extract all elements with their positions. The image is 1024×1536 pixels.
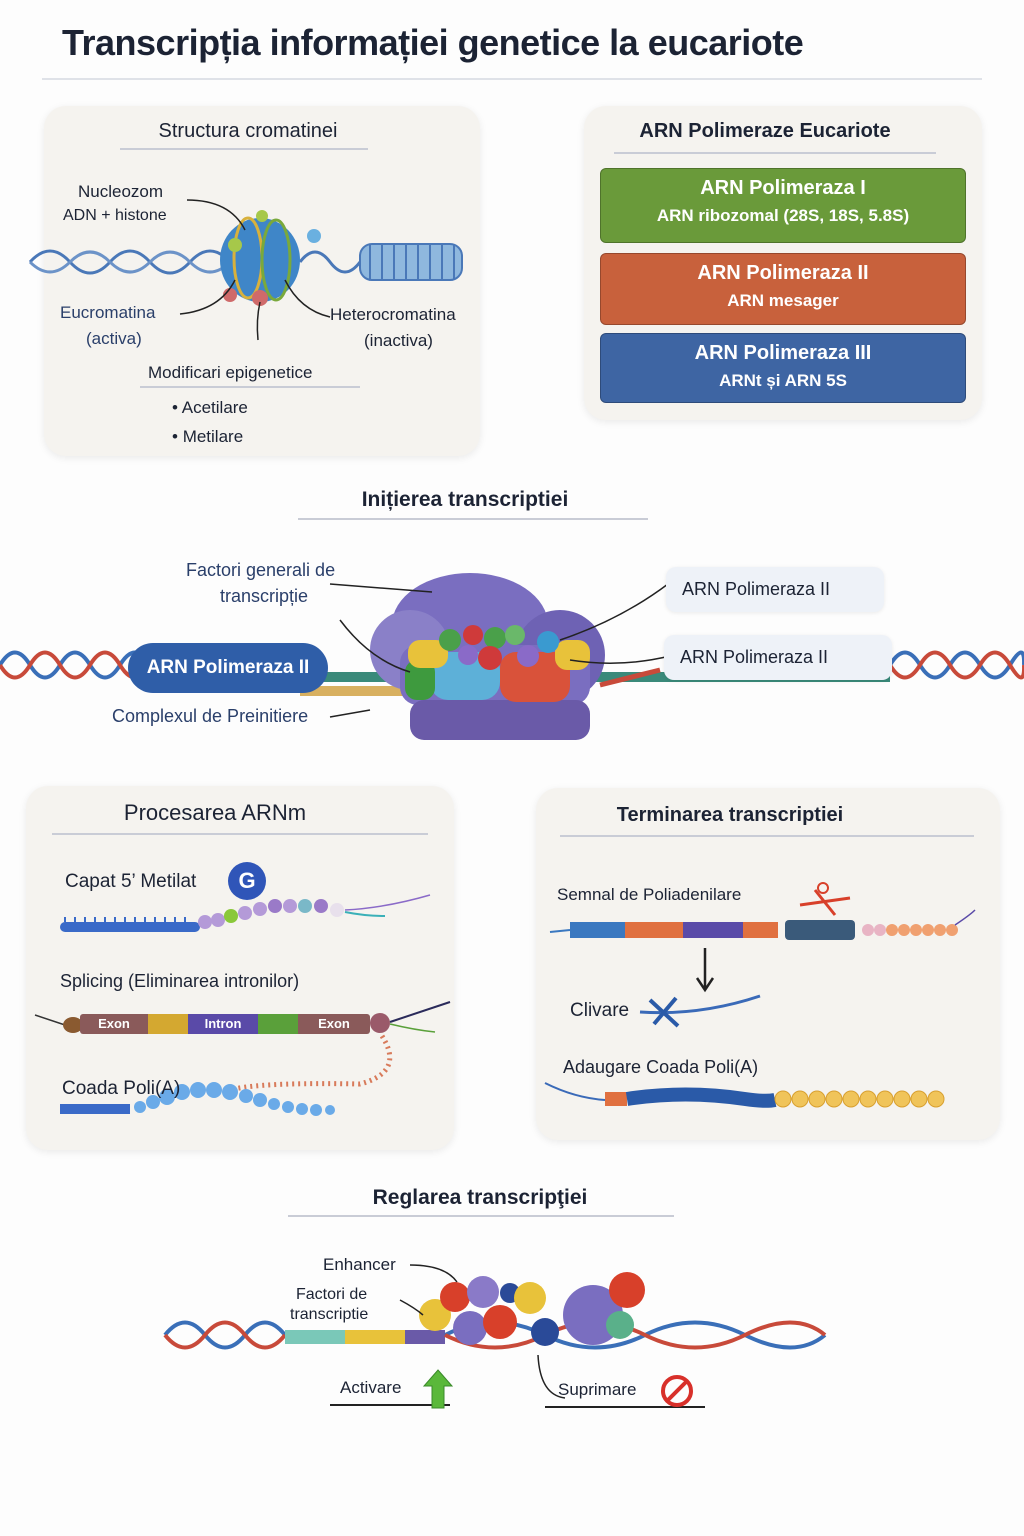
down-arrow-icon	[695, 948, 715, 993]
pre-mrna-illustration	[34, 1014, 83, 1033]
exon-segment: Exon	[80, 1014, 148, 1034]
polymerase-1-card: ARN Polimeraza I ARN ribozomal (28S, 18S…	[600, 168, 966, 243]
polymerases-heading-rule	[614, 152, 936, 154]
suppression-rule	[545, 1406, 705, 1408]
transcription-factors-label-2: transcriptie	[290, 1306, 369, 1323]
nucleosome-label: Nucleozom	[78, 182, 164, 201]
nucleosome-core	[220, 218, 300, 302]
euchromatin-sublabel: (activa)	[86, 329, 142, 348]
euchromatin-label: Eucromatina	[60, 303, 156, 322]
exon-segment: Exon	[298, 1014, 370, 1034]
chromatin-heading: Structura cromatinei	[158, 120, 338, 142]
guanosine-cap-badge: G	[228, 862, 266, 900]
dna-strand-left	[28, 249, 232, 275]
polymerases-heading: ARN Polimeraze Eucariote	[639, 120, 891, 142]
initiation-heading-rule	[298, 518, 648, 520]
cleavage-label: Clivare	[570, 1000, 630, 1021]
page-title: Transcripția informației genetice la euc…	[62, 22, 804, 63]
activation-label: Activare	[340, 1378, 402, 1397]
termination-heading-rule	[560, 835, 974, 837]
epigenetic-rule	[140, 386, 360, 388]
regulation-illustration	[163, 1264, 827, 1399]
scissors-icon	[799, 889, 851, 916]
dna-strand-right	[298, 250, 362, 274]
processing-heading-rule	[52, 833, 428, 835]
polymerase-2-card: ARN Polimeraza II ARN mesager	[600, 253, 966, 325]
add-polya-label: Adaugare Coada Poli(A)	[563, 1057, 759, 1077]
regulation-heading-rule	[288, 1215, 674, 1217]
transcription-factors-label: Factori de	[296, 1286, 368, 1303]
title-divider	[42, 78, 982, 80]
nucleosome-sublabel: ADN + histone	[63, 207, 167, 224]
epigenetic-item: • Acetilare	[172, 398, 248, 417]
heterochromatin-sublabel: (inactiva)	[364, 331, 433, 350]
cap-label: Capat 5’ Metilat	[65, 871, 197, 892]
pol-ii-callout-2: ARN Polimeraza II	[664, 635, 892, 680]
heterochromatin-label: Heterocromatina	[330, 305, 456, 324]
dna-helix	[163, 1320, 287, 1350]
intron-segment: Intron	[188, 1014, 258, 1034]
epigenetic-item: • Metilare	[172, 427, 244, 446]
epigenetic-heading: Modificari epigenetice	[148, 363, 313, 382]
termination-panel	[536, 788, 1000, 1140]
dna-helix-left	[0, 650, 152, 680]
up-arrow-icon	[422, 1369, 454, 1409]
polyadenylation-signal-label: Semnal de Poliadenilare	[557, 885, 742, 904]
polymerase-3-card: ARN Polimeraza III ARNt și ARN 5S	[600, 333, 966, 403]
termination-heading: Terminarea transcriptiei	[616, 804, 844, 826]
pol-ii-callout-1: ARN Polimeraza II	[666, 567, 884, 612]
initiation-heading: Inițierea transcriptiei	[361, 488, 569, 511]
activation-rule	[330, 1404, 450, 1406]
capped-mrna-illustration	[60, 894, 431, 932]
cleavage-illustration	[639, 994, 761, 1028]
polya-label: Coada Poli(A)	[62, 1078, 181, 1099]
dna-strand-left-2	[28, 250, 232, 274]
preinitiation-complex-illustration	[0, 573, 1024, 740]
preinitiation-label: Complexul de Preinitiere	[112, 706, 309, 726]
linker-segment-green	[258, 1014, 298, 1034]
excised-intron-illustration	[60, 1001, 451, 1116]
dna-helix-right	[888, 650, 1024, 680]
general-factors-label: Factori generali de	[186, 560, 336, 580]
heterochromatin-coil	[359, 243, 463, 281]
pre-mrna-bar: Exon Intron Exon	[80, 1014, 370, 1034]
polya-tail-illustration	[544, 1082, 945, 1108]
prohibited-icon	[661, 1375, 693, 1407]
cleavage-cross-icon	[648, 996, 680, 1028]
nucleosome-illustration	[28, 199, 463, 341]
pol-ii-badge: ARN Polimeraza II	[128, 643, 328, 693]
general-factors-label-2: transcripție	[220, 586, 309, 606]
chromatin-heading-rule	[120, 148, 368, 150]
enhancer-label: Enhancer	[323, 1255, 396, 1274]
processing-heading: Procesarea ARNm	[123, 800, 307, 825]
polyadenylation-signal-illustration	[549, 882, 976, 940]
linker-segment-yellow	[148, 1014, 188, 1034]
regulation-heading: Reglarea transcripţiei	[372, 1186, 588, 1209]
splicing-label: Splicing (Eliminarea intronilor)	[60, 971, 300, 991]
suppression-label: Suprimare	[558, 1380, 637, 1399]
